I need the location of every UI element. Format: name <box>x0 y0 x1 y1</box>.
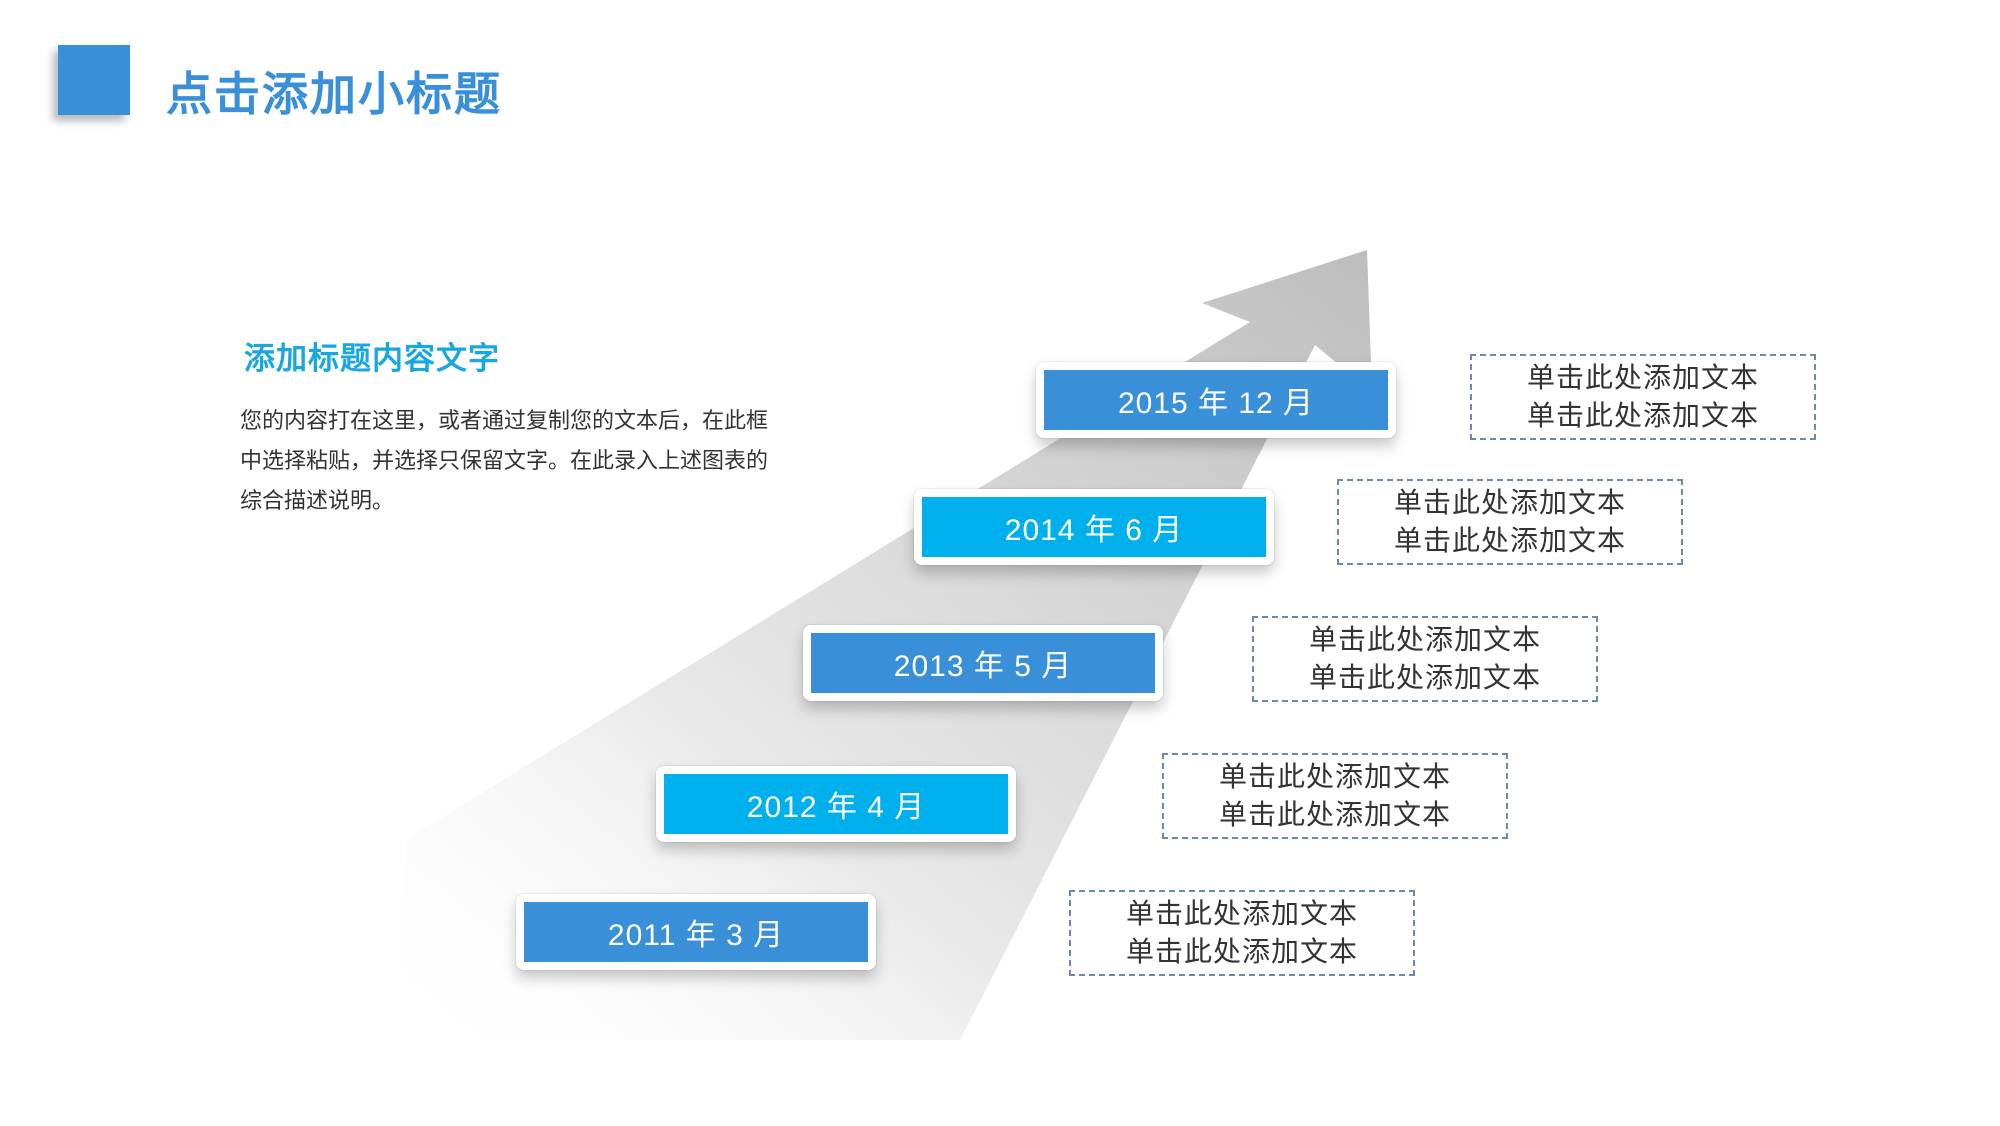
page-title[interactable]: 点击添加小标题 <box>166 67 502 121</box>
note-line: 单击此处添加文本 <box>1308 623 1541 656</box>
note-line: 单击此处添加文本 <box>1393 524 1626 557</box>
timeline-step-2011[interactable]: 2011 年 3 月 <box>516 894 876 970</box>
note-box-2013[interactable]: 单击此处添加文本 单击此处添加文本 <box>1252 616 1598 702</box>
note-line: 单击此处添加文本 <box>1526 399 1759 432</box>
note-box-2014[interactable]: 单击此处添加文本 单击此处添加文本 <box>1337 479 1683 565</box>
note-line: 单击此处添加文本 <box>1218 798 1451 831</box>
note-line: 单击此处添加文本 <box>1125 897 1358 930</box>
timeline-step-2012[interactable]: 2012 年 4 月 <box>656 766 1016 842</box>
timeline-step-2014[interactable]: 2014 年 6 月 <box>914 489 1274 565</box>
note-line: 单击此处添加文本 <box>1393 486 1626 519</box>
note-box-2012[interactable]: 单击此处添加文本 单击此处添加文本 <box>1162 753 1508 839</box>
section-body[interactable]: 您的内容打在这里，或者通过复制您的文本后，在此框中选择粘贴，并选择只保留文字。在… <box>240 409 769 514</box>
timeline-step-2015[interactable]: 2015 年 12 月 <box>1036 362 1396 438</box>
note-box-2011[interactable]: 单击此处添加文本 单击此处添加文本 <box>1069 890 1415 976</box>
timeline-step-2013[interactable]: 2013 年 5 月 <box>803 625 1163 701</box>
note-box-2015[interactable]: 单击此处添加文本 单击此处添加文本 <box>1470 354 1816 440</box>
note-line: 单击此处添加文本 <box>1526 361 1759 394</box>
note-line: 单击此处添加文本 <box>1308 661 1541 694</box>
square-marker-icon <box>58 45 130 115</box>
section-title[interactable]: 添加标题内容文字 <box>244 341 500 377</box>
note-line: 单击此处添加文本 <box>1125 935 1358 968</box>
note-line: 单击此处添加文本 <box>1218 760 1451 793</box>
